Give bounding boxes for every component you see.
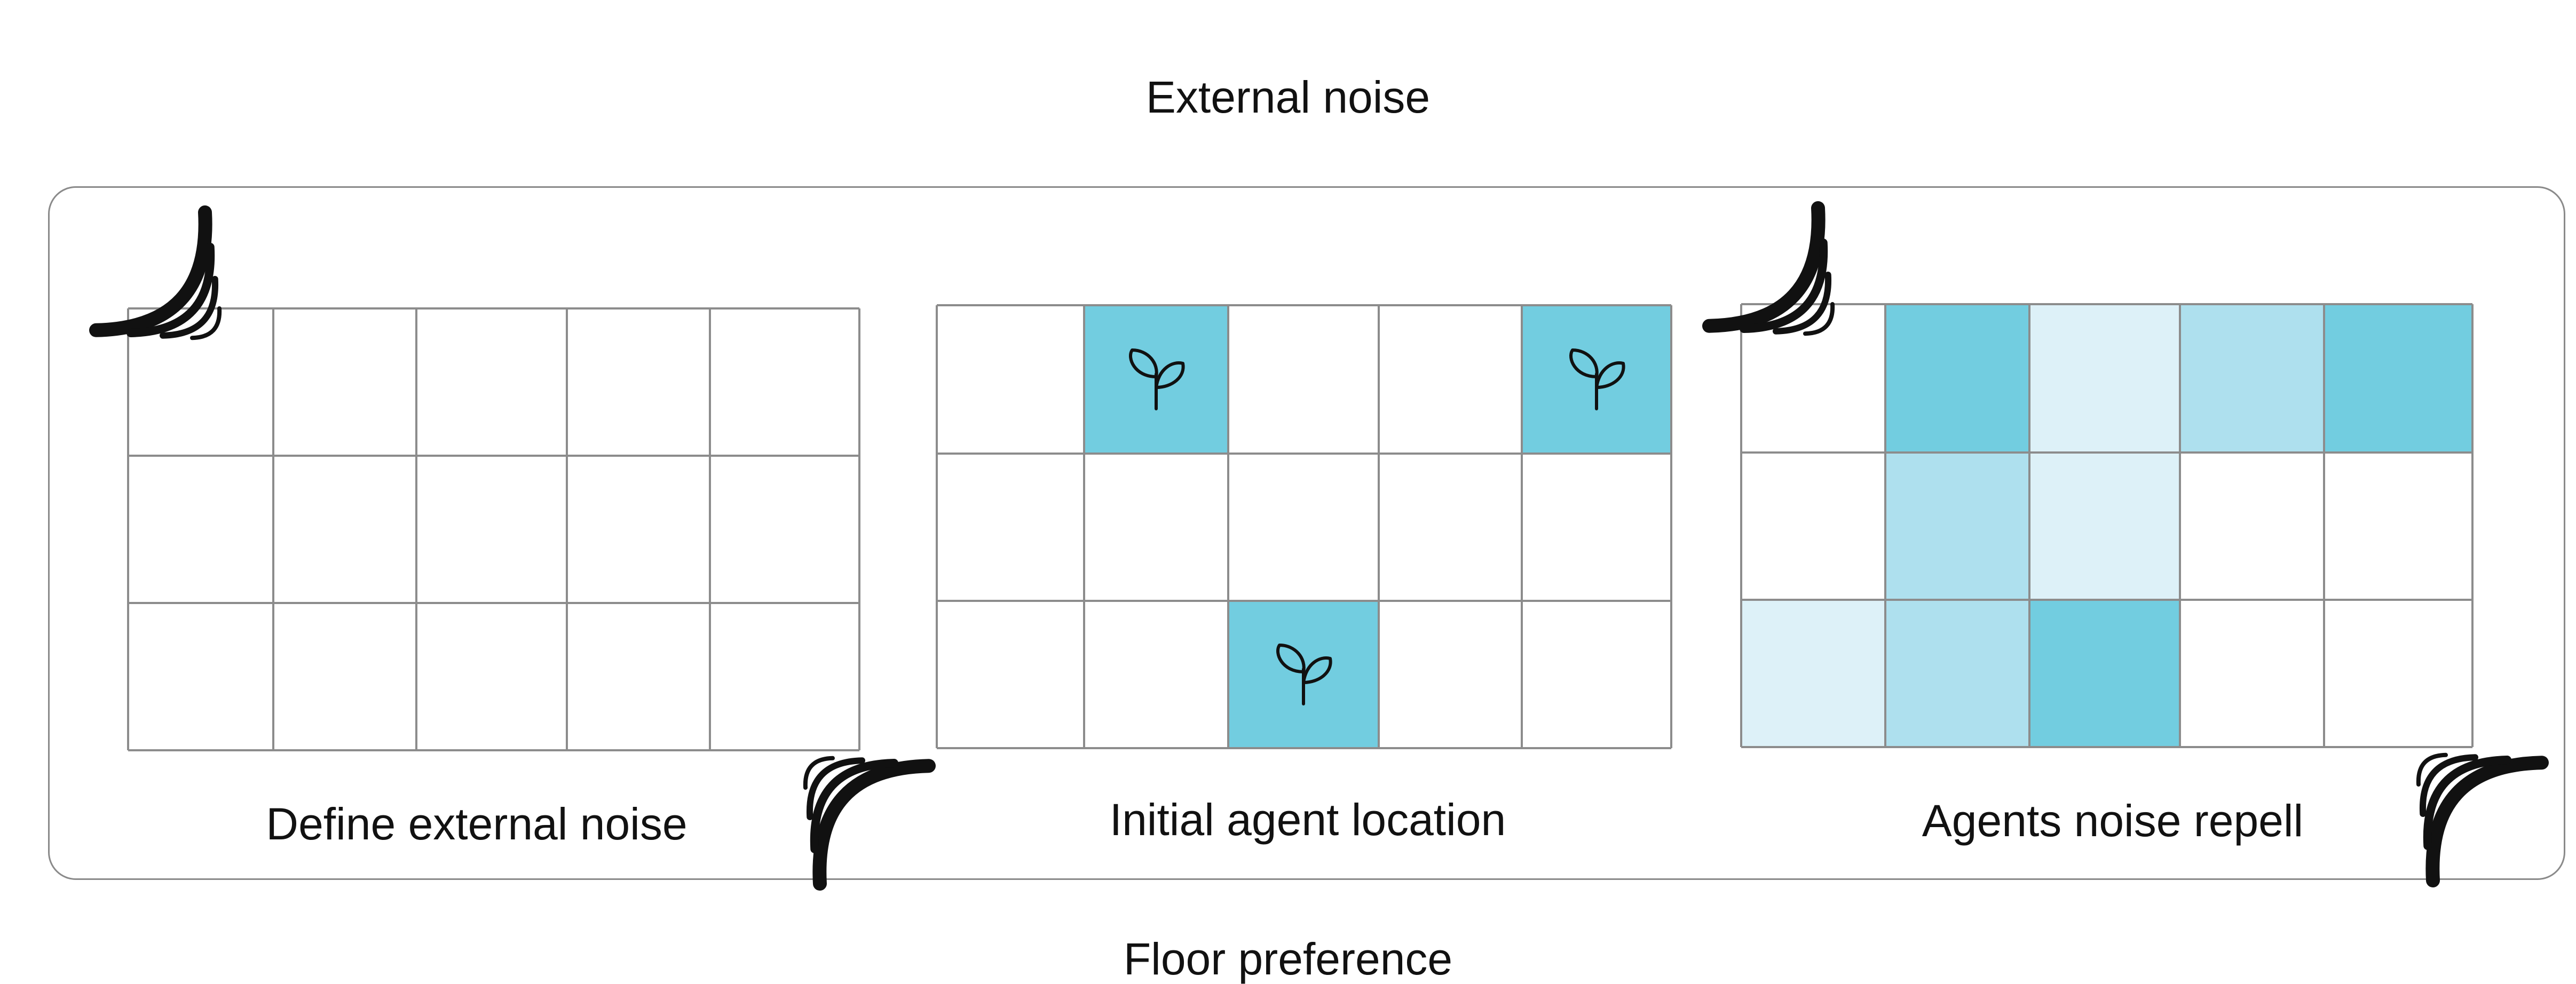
grid-cell xyxy=(1084,454,1228,601)
grid-cell xyxy=(2180,600,2324,747)
grid-cell xyxy=(710,308,859,456)
grid-cell xyxy=(567,603,710,750)
section-title-floor-preference: Floor preference xyxy=(1123,934,1453,984)
grid-cell xyxy=(2029,453,2180,600)
grid-cell xyxy=(128,456,273,603)
sound-wave-arc xyxy=(1773,272,1832,335)
grid-cell xyxy=(2324,600,2472,747)
grid-cell xyxy=(273,603,416,750)
grid-agents-noise-repell xyxy=(1702,201,2549,887)
grid-cell xyxy=(710,456,859,603)
grid-cell xyxy=(2029,304,2180,453)
sound-wave-arc xyxy=(812,759,936,891)
grid-cell xyxy=(416,308,567,456)
sprout-icon xyxy=(1276,644,1332,705)
grid-cell xyxy=(1379,305,1522,454)
grid-cell xyxy=(2324,304,2472,453)
grid-define-external-noise xyxy=(89,205,936,891)
grid-cell xyxy=(2029,600,2180,747)
caption-define-external-noise: Define external noise xyxy=(266,799,688,849)
sound-wave-arc xyxy=(2425,756,2549,887)
grid-cell xyxy=(567,456,710,603)
grid-cell xyxy=(710,603,859,750)
grid-cell xyxy=(1379,454,1522,601)
sound-wave-arc xyxy=(2416,752,2448,787)
sound-wave-arc xyxy=(1803,302,1835,336)
grid-cell xyxy=(567,308,710,456)
grid-cell xyxy=(2324,453,2472,600)
grid-cell xyxy=(1522,601,1671,748)
grid-cell xyxy=(273,308,416,456)
sound-waves-icon xyxy=(803,756,936,891)
sound-wave-arc xyxy=(806,757,865,820)
sound-wave-arc xyxy=(810,759,898,853)
sound-wave-arc xyxy=(2423,756,2511,850)
grid-cell xyxy=(1522,454,1671,601)
sprout-icon xyxy=(1129,348,1185,410)
sound-waves-icon xyxy=(89,205,222,340)
sound-wave-arc xyxy=(2419,754,2478,817)
sound-wave-arc xyxy=(1740,239,1828,333)
sound-wave-arc xyxy=(1702,201,1826,333)
grid-cell xyxy=(937,305,1084,454)
sound-waves-icon xyxy=(1702,201,1835,336)
grid-cell xyxy=(1228,305,1379,454)
grid-cell xyxy=(1885,304,2029,453)
grid-cell xyxy=(273,456,416,603)
sound-wave-arc xyxy=(89,205,212,337)
sound-wave-arc xyxy=(127,243,215,337)
grid-cell xyxy=(128,603,273,750)
grid-cell xyxy=(1885,600,2029,747)
grid-cell xyxy=(1228,454,1379,601)
grid-cell xyxy=(416,456,567,603)
sound-wave-arc xyxy=(803,756,835,790)
grid-cell xyxy=(2180,453,2324,600)
sound-wave-arc xyxy=(190,306,222,340)
sound-waves-icon xyxy=(2416,752,2549,887)
panel-frame xyxy=(48,186,2565,880)
grid-cell xyxy=(2180,304,2324,453)
grid-cell xyxy=(937,601,1084,748)
grid-cell xyxy=(1379,601,1522,748)
caption-initial-agent-location: Initial agent location xyxy=(1109,795,1506,845)
diagram-title: External noise xyxy=(1145,72,1431,122)
grid-cell xyxy=(1084,601,1228,748)
grid-cell xyxy=(1885,453,2029,600)
sound-wave-arc xyxy=(160,276,219,339)
grid-cell xyxy=(416,603,567,750)
caption-agents-noise-repell: Agents noise repell xyxy=(1922,796,2304,846)
grid-cell xyxy=(1741,600,1885,747)
sprout-icon xyxy=(1569,348,1625,410)
grid-initial-agent-location xyxy=(936,304,1672,749)
grid-cell xyxy=(937,454,1084,601)
grid-diagrams xyxy=(89,201,2549,891)
grid-cell xyxy=(1741,453,1885,600)
